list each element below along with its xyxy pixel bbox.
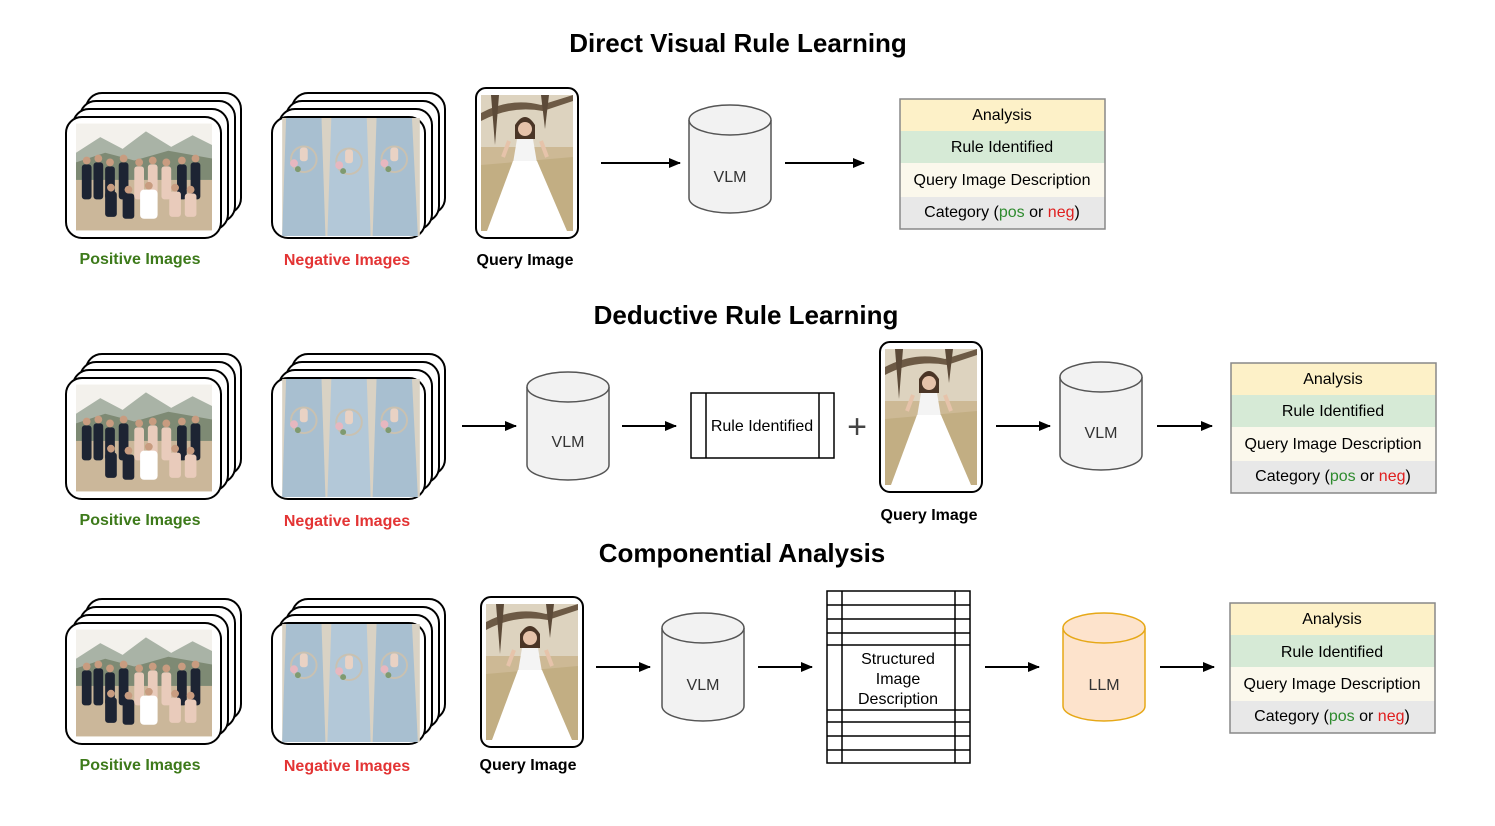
- section-title: Deductive Rule Learning: [594, 300, 899, 330]
- analysis-text: Analysis: [972, 107, 1032, 124]
- output-table: Analysis Rule Identified Query Image Des…: [899, 98, 1106, 230]
- negative-image-stack: [271, 353, 446, 500]
- description-text: Query Image Description: [1245, 436, 1422, 453]
- section-title: Componential Analysis: [599, 538, 886, 568]
- vlm-cylinder: VLM: [688, 104, 772, 214]
- neg-word: neg: [1378, 708, 1405, 725]
- rule-identified-box: Rule Identified: [690, 392, 835, 459]
- rule-row: [1230, 635, 1435, 667]
- structured-description-table: Structured Image Description: [826, 590, 971, 764]
- description-text: Query Image Description: [914, 172, 1091, 189]
- neg-word: neg: [1379, 468, 1406, 485]
- description-row: [1230, 667, 1435, 701]
- structured-line-3: Description: [858, 691, 938, 708]
- vlm-cylinder: VLM: [526, 371, 610, 481]
- vlm-label: VLM: [1085, 425, 1118, 442]
- output-table: Analysis Rule Identified Query Image Des…: [1230, 362, 1437, 494]
- rule-text: Rule Identified: [951, 139, 1053, 156]
- vlm-cylinder: VLM: [1059, 361, 1143, 471]
- vlm-cylinder: VLM: [661, 612, 745, 722]
- dresses-photo: [282, 379, 420, 497]
- pos-word: pos: [1330, 468, 1356, 485]
- positive-image-stack: [65, 598, 242, 745]
- negative-image-stack: [271, 92, 446, 239]
- dresses-photo: [282, 118, 420, 236]
- analysis-row: [1231, 363, 1436, 395]
- section-title: Direct Visual Rule Learning: [569, 28, 907, 58]
- positive-images-label: Positive Images: [80, 512, 201, 529]
- query-image-label: Query Image: [881, 507, 978, 524]
- rule-text: Rule Identified: [1282, 403, 1384, 420]
- pos-word: pos: [999, 204, 1025, 221]
- category-text: Category (pos or neg): [1254, 708, 1410, 725]
- group-photo: [76, 123, 212, 231]
- pos-word: pos: [1329, 708, 1355, 725]
- query-image: [879, 341, 983, 493]
- query-image: [475, 87, 579, 239]
- dresses-photo: [282, 624, 420, 742]
- section-direct: Direct Visual Rule Learning Positive Ima…: [65, 28, 1106, 269]
- vlm-label: VLM: [552, 434, 585, 451]
- analysis-text: Analysis: [1303, 371, 1363, 388]
- rule-row: [1231, 395, 1436, 427]
- analysis-text: Analysis: [1302, 611, 1362, 628]
- positive-images-label: Positive Images: [80, 757, 201, 774]
- llm-cylinder: LLM: [1062, 612, 1146, 722]
- negative-image-stack: [271, 598, 446, 745]
- vlm-label: VLM: [687, 677, 720, 694]
- query-image-label: Query Image: [477, 252, 574, 269]
- category-row: [900, 197, 1105, 229]
- positive-image-stack: [65, 92, 242, 239]
- analysis-row: [1230, 603, 1435, 635]
- group-photo: [76, 629, 212, 737]
- rule-row: [900, 131, 1105, 163]
- negative-images-label: Negative Images: [284, 513, 410, 530]
- description-row: [1231, 427, 1436, 461]
- structured-line-2: Image: [876, 671, 921, 688]
- vlm-label: VLM: [714, 169, 747, 186]
- structured-line-1: Structured: [861, 651, 935, 668]
- category-text: Category (pos or neg): [924, 204, 1080, 221]
- description-row: [900, 163, 1105, 197]
- output-table: Analysis Rule Identified Query Image Des…: [1229, 602, 1436, 734]
- neg-word: neg: [1048, 204, 1075, 221]
- bride-photo: [885, 349, 977, 485]
- positive-images-label: Positive Images: [80, 251, 201, 268]
- description-text: Query Image Description: [1244, 676, 1421, 693]
- analysis-row: [900, 99, 1105, 131]
- rule-text: Rule Identified: [1281, 644, 1383, 661]
- query-image-label: Query Image: [480, 757, 577, 774]
- bride-photo: [486, 604, 578, 740]
- query-image: [480, 596, 584, 748]
- category-row: [1230, 701, 1435, 733]
- section-componential: Componential Analysis Positive Images Ne…: [65, 538, 1436, 775]
- positive-image-stack: [65, 353, 242, 500]
- bride-photo: [481, 95, 573, 231]
- negative-images-label: Negative Images: [284, 758, 410, 775]
- group-photo: [76, 384, 212, 492]
- category-row: [1231, 461, 1436, 493]
- plus-sign: +: [847, 408, 867, 446]
- rule-box-text: Rule Identified: [711, 418, 813, 435]
- category-text: Category (pos or neg): [1255, 468, 1411, 485]
- negative-images-label: Negative Images: [284, 252, 410, 269]
- llm-label: LLM: [1088, 677, 1119, 694]
- section-deductive: Deductive Rule Learning Positive Images …: [65, 300, 1437, 530]
